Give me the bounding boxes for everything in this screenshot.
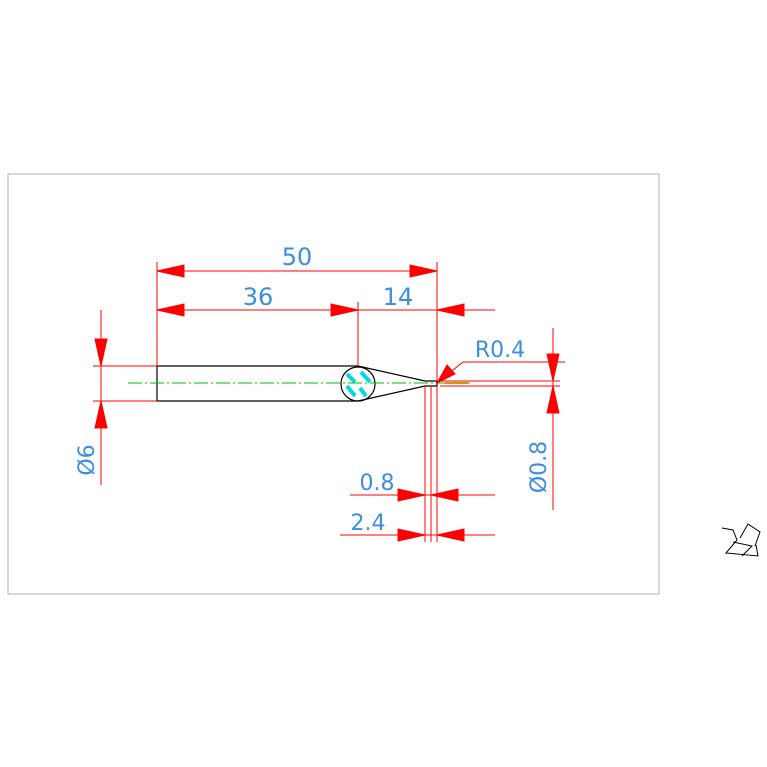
arrow-24-left [397,528,426,542]
arrow-08-right [430,488,459,502]
arrow-d08-top [546,353,560,382]
hatch-marks [345,370,372,398]
arrow-d6-top [94,338,108,367]
arrow-08-left [397,488,426,502]
arrow-d6-bottom [94,400,108,429]
dim-text-24: 2.4 [351,511,386,536]
arrow-r04 [435,364,456,385]
dim-text-d08: Ø0.8 [527,441,552,493]
dim-text-d6: Ø6 [75,444,100,475]
dim-text-50: 50 [282,243,313,271]
arrow-d08-bottom [546,385,560,414]
dim-text-14: 14 [383,283,414,311]
arrow-36-right [330,303,359,317]
arrow-24-right [436,528,465,542]
cone-circle [340,366,376,402]
dim-text-r04: R0.4 [475,338,525,363]
ucs-icon [721,523,761,557]
arrow-36-left [156,303,185,317]
arrow-50-right [409,264,438,278]
arrow-50-left [156,264,185,278]
drawing-frame [7,173,660,595]
dim-text-08: 0.8 [360,471,395,496]
dim-text-36: 36 [243,283,274,311]
dimension-lines [93,262,565,542]
arrowheads [94,264,560,542]
arrow-14-right [436,303,465,317]
